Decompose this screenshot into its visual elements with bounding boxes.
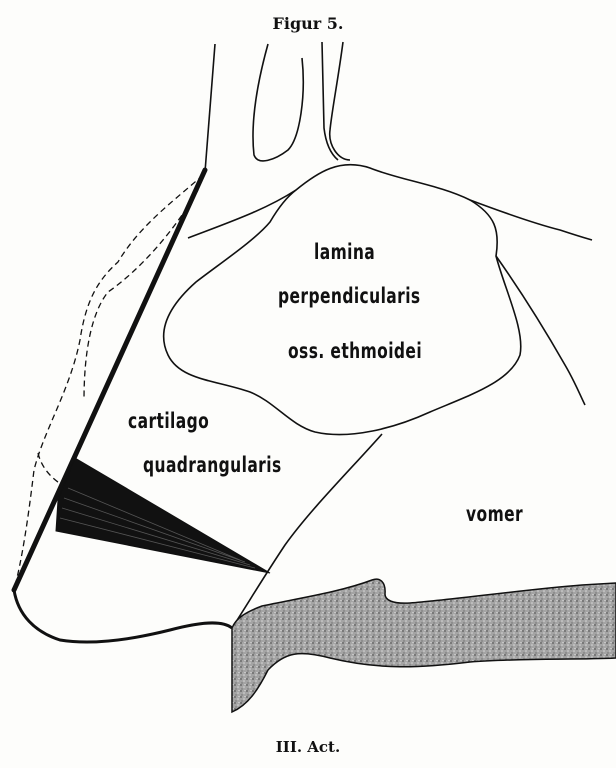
label-vomer: vomer xyxy=(466,502,523,526)
sphenoid-line-upper xyxy=(470,200,592,240)
upper-bone-outline-left xyxy=(205,44,215,172)
nasal-base-outline xyxy=(14,590,232,642)
palate-bone xyxy=(232,579,616,712)
upper-bone-outline-loop xyxy=(253,44,303,161)
figure-title: Figur 5. xyxy=(0,14,616,33)
upper-bone-outline-right xyxy=(330,42,350,160)
label-lamina: lamina xyxy=(314,240,375,264)
sphenoid-line-right xyxy=(496,256,585,405)
label-quadrangularis: quadrangularis xyxy=(143,453,282,477)
nasal-bone-line xyxy=(188,190,296,238)
label-cartilago: cartilago xyxy=(128,409,209,433)
label-perpendicularis: perpendicularis xyxy=(278,284,421,308)
label-oss-ethmoidei: oss. ethmoidei xyxy=(288,339,422,363)
figure-footer: III. Act. xyxy=(0,738,616,756)
